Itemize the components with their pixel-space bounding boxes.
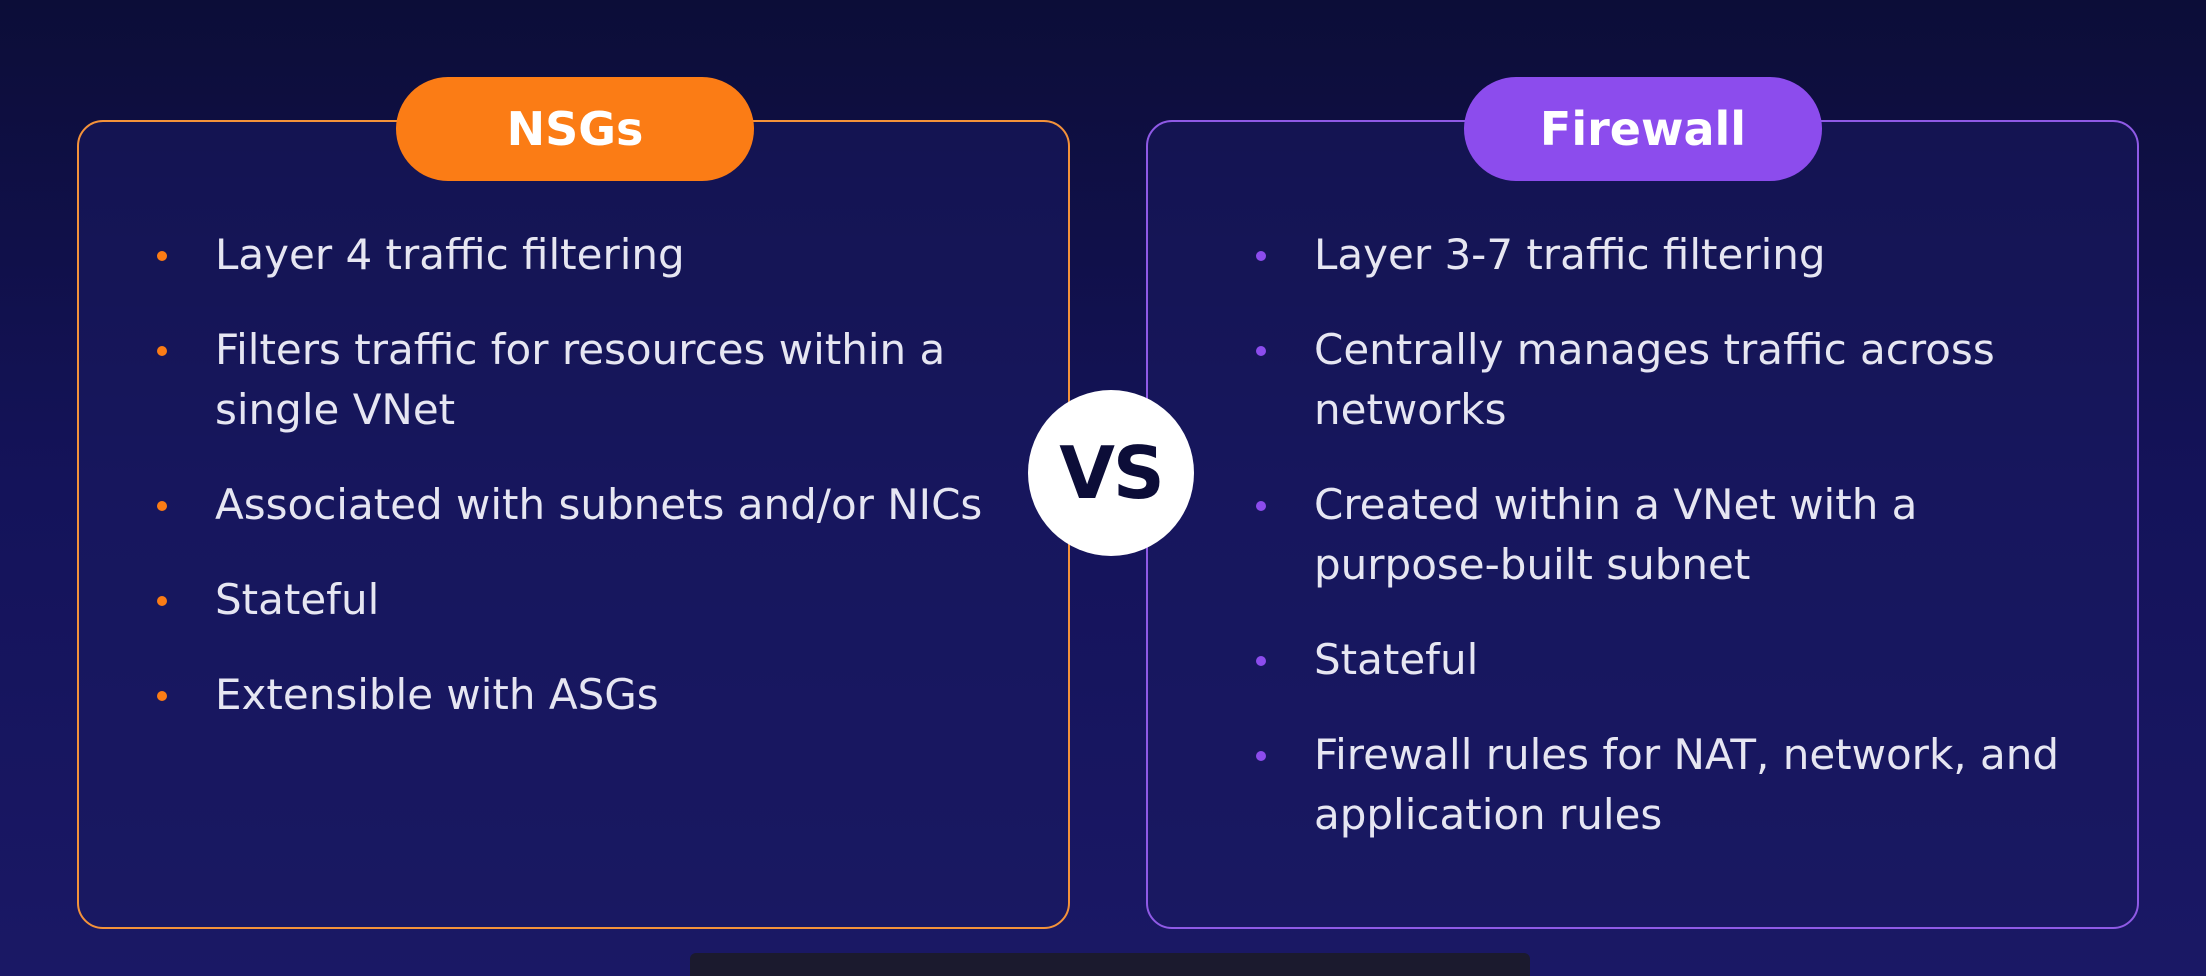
bullet-dot-icon bbox=[157, 691, 167, 701]
bullet-dot-icon bbox=[1256, 501, 1266, 511]
list-item-text: Extensible with ASGs bbox=[215, 670, 659, 719]
nsg-card bbox=[77, 120, 1070, 929]
list-item-text: Filters traffic for resources within a s… bbox=[215, 325, 946, 434]
list-item-text: Layer 4 traffic filtering bbox=[215, 230, 685, 279]
vs-badge: VS bbox=[1028, 390, 1194, 556]
list-item: Extensible with ASGs bbox=[151, 665, 991, 725]
list-item: Filters traffic for resources within a s… bbox=[151, 320, 991, 440]
list-item-text: Associated with subnets and/or NICs bbox=[215, 480, 983, 529]
nsg-feature-list: Layer 4 traffic filtering Filters traffi… bbox=[151, 225, 991, 760]
list-item-text: Stateful bbox=[1314, 635, 1479, 684]
bullet-dot-icon bbox=[157, 251, 167, 261]
list-item: Stateful bbox=[151, 570, 991, 630]
list-item: Layer 4 traffic filtering bbox=[151, 225, 991, 285]
bullet-dot-icon bbox=[1256, 751, 1266, 761]
list-item-text: Stateful bbox=[215, 575, 380, 624]
list-item: Firewall rules for NAT, network, and app… bbox=[1250, 725, 2110, 845]
list-item-text: Created within a VNet with a purpose-bui… bbox=[1314, 480, 1918, 589]
firewall-feature-list: Layer 3-7 traffic filtering Centrally ma… bbox=[1250, 225, 2110, 880]
list-item-text: Layer 3-7 traffic filtering bbox=[1314, 230, 1826, 279]
list-item: Created within a VNet with a purpose-bui… bbox=[1250, 475, 2110, 595]
firewall-title-pill: Firewall bbox=[1464, 77, 1822, 181]
bullet-dot-icon bbox=[157, 346, 167, 356]
bullet-dot-icon bbox=[157, 596, 167, 606]
list-item: Centrally manages traffic across network… bbox=[1250, 320, 2110, 440]
bullet-dot-icon bbox=[157, 501, 167, 511]
bullet-dot-icon bbox=[1256, 656, 1266, 666]
list-item-text: Centrally manages traffic across network… bbox=[1314, 325, 1995, 434]
nsg-title-pill: NSGs bbox=[396, 77, 754, 181]
firewall-card bbox=[1146, 120, 2139, 929]
bullet-dot-icon bbox=[1256, 251, 1266, 261]
list-item-text: Firewall rules for NAT, network, and app… bbox=[1314, 730, 2059, 839]
bottom-caption-bar bbox=[690, 953, 1530, 976]
list-item: Associated with subnets and/or NICs bbox=[151, 475, 991, 535]
list-item: Layer 3-7 traffic filtering bbox=[1250, 225, 2110, 285]
list-item: Stateful bbox=[1250, 630, 2110, 690]
bullet-dot-icon bbox=[1256, 346, 1266, 356]
